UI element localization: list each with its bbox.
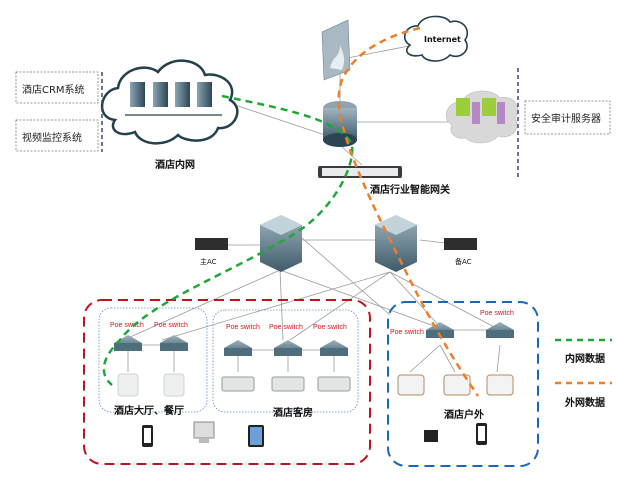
poe-label-1: Poe switch — [110, 322, 144, 329]
legend-external-label: 外网数据 — [564, 396, 605, 409]
zone-label-outdoor: 酒店户外 — [444, 408, 484, 421]
legend-intranet-label: 内网数据 — [565, 352, 605, 365]
poe-label-6: Poe switch — [390, 329, 424, 336]
ac-main-icon — [195, 238, 228, 250]
external-data-path — [337, 26, 480, 397]
audit-server-label: 安全审计服务器 — [531, 112, 601, 125]
poe-label-7: Poe switch — [480, 310, 514, 317]
zone-lobby-box — [98, 307, 208, 413]
poe-switches — [114, 322, 514, 356]
gateway-label: 酒店行业智能网关 — [370, 183, 450, 196]
audit-server-cloud — [445, 90, 519, 144]
ac-main-label: 主AC — [200, 257, 217, 266]
system-video-surveillance: 视频监控系统 — [22, 131, 82, 144]
intranet-label: 酒店内网 — [155, 158, 195, 171]
poe-label-5: Poe switch — [313, 324, 347, 331]
zone-label-rooms: 酒店客房 — [273, 406, 313, 419]
ac-backup-label: 备AC — [455, 257, 472, 266]
poe-label-2: Poe switch — [154, 322, 188, 329]
core-switch-1-icon — [260, 215, 302, 272]
intranet-cloud — [100, 59, 239, 145]
zone-outdoor — [387, 301, 539, 467]
internet-cloud — [403, 15, 469, 62]
client-devices — [142, 421, 487, 447]
left-systems — [15, 71, 103, 152]
system-crm: 酒店CRM系统 — [22, 83, 85, 96]
poe-label-4: Poe switch — [269, 324, 303, 331]
poe-label-3: Poe switch — [226, 324, 260, 331]
ac-backup-icon — [444, 238, 477, 250]
zone-rooms-box — [212, 309, 359, 413]
core-switch-2-icon — [375, 215, 417, 272]
zone-label-lobby: 酒店大厅、餐厅 — [114, 404, 184, 417]
zone-indoor — [83, 299, 371, 465]
access-points — [117, 373, 514, 397]
intranet-data-path — [102, 94, 354, 386]
internet-label: Internet — [424, 35, 461, 44]
firewall-icon — [321, 19, 351, 81]
links — [127, 39, 501, 373]
